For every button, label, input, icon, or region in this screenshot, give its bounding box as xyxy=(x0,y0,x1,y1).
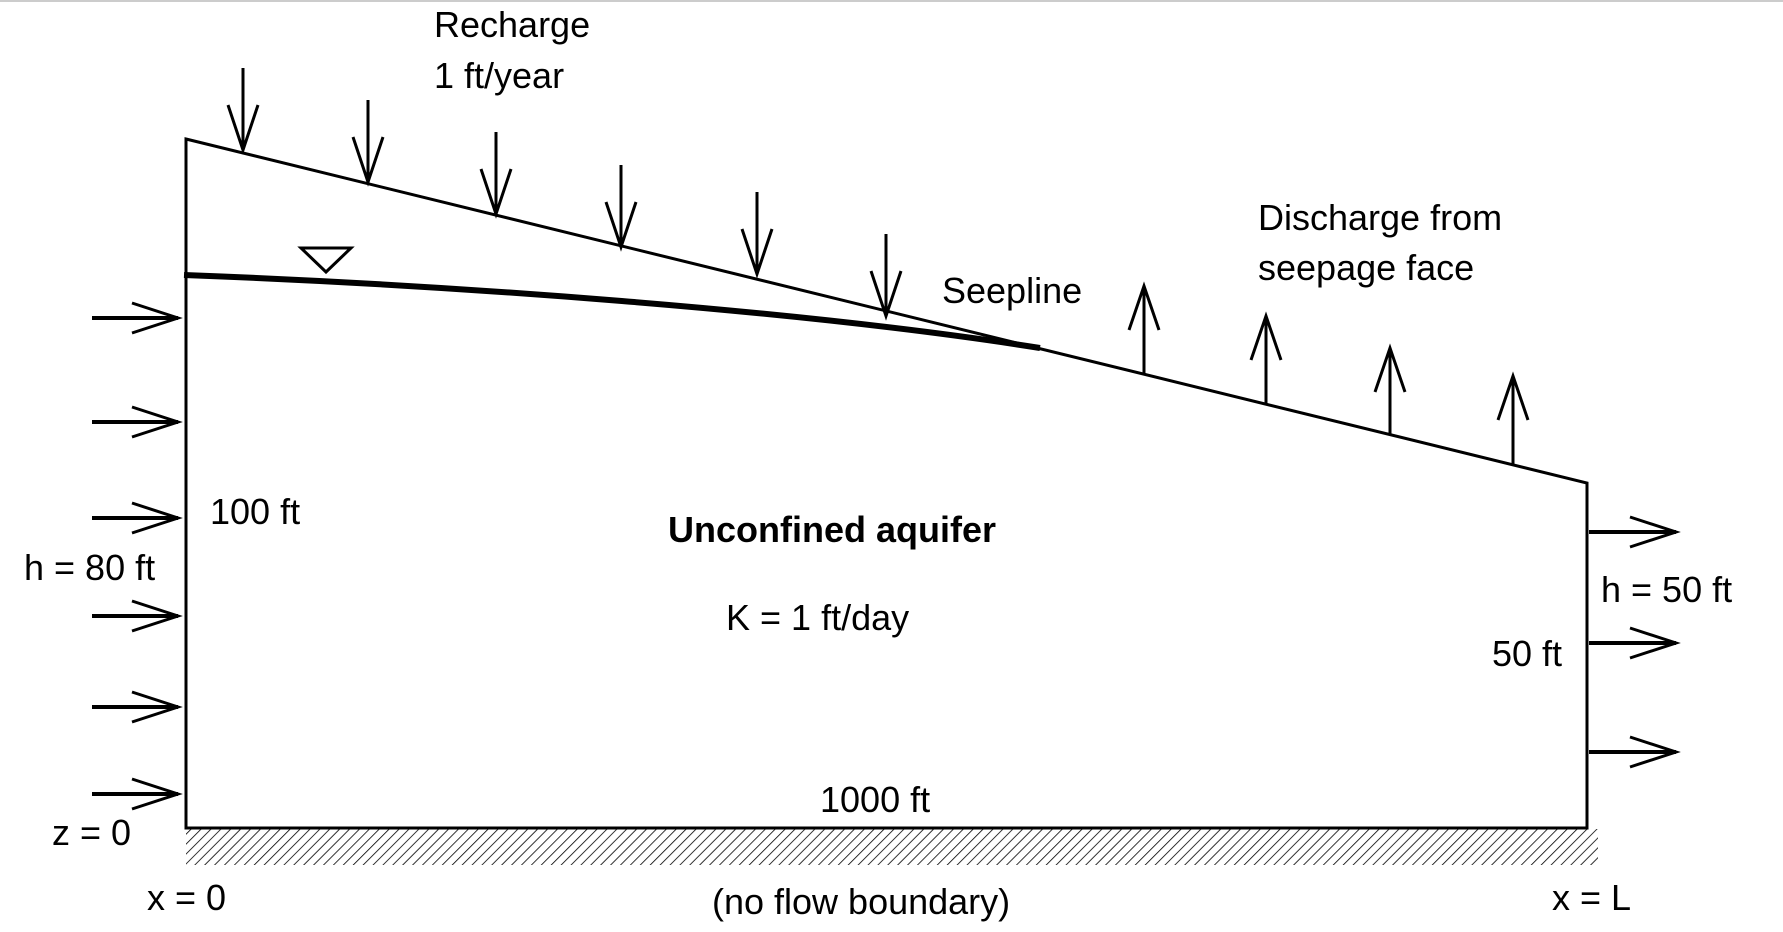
left-head-label: h = 80 ft xyxy=(24,547,155,588)
outflow-arrow-icon xyxy=(1589,735,1681,769)
water-table-triangle-icon xyxy=(297,246,355,275)
discharge-arrow-icon xyxy=(1127,281,1161,375)
outflow-arrow-icon xyxy=(1589,626,1681,660)
recharge-arrow-icon xyxy=(740,192,774,279)
no-flow-hatch xyxy=(186,829,1598,865)
discharge-arrow-icon xyxy=(1373,343,1407,434)
z-origin-label: z = 0 xyxy=(52,812,131,853)
x-origin-label: x = 0 xyxy=(147,877,226,918)
recharge-label: Recharge xyxy=(434,4,590,45)
recharge-arrow-icon xyxy=(351,100,385,187)
length-label: 1000 ft xyxy=(820,779,930,820)
inflow-arrows xyxy=(92,301,183,811)
inflow-arrow-icon xyxy=(92,599,183,633)
inflow-arrow-icon xyxy=(92,405,183,439)
inflow-arrow-icon xyxy=(92,777,183,811)
recharge-arrows xyxy=(226,68,903,321)
seepline-label: Seepline xyxy=(942,270,1082,311)
conductivity-label: K = 1 ft/day xyxy=(726,597,909,638)
x-end-label: x = L xyxy=(1552,877,1631,918)
left-height-label: 100 ft xyxy=(210,491,300,532)
inflow-arrow-icon xyxy=(92,301,183,335)
right-head-label: h = 50 ft xyxy=(1601,569,1732,610)
inflow-arrow-icon xyxy=(92,690,183,724)
aquifer-outline xyxy=(184,137,1589,830)
inflow-arrow-icon xyxy=(92,501,183,535)
discharge-arrows xyxy=(1127,281,1530,464)
recharge-arrow-icon xyxy=(869,234,903,321)
outflow-arrow-icon xyxy=(1589,515,1681,549)
recharge-arrow-icon xyxy=(226,68,260,155)
aquifer-title: Unconfined aquifer xyxy=(668,509,996,550)
seepage-face-label: seepage face xyxy=(1258,247,1474,288)
recharge-rate-label: 1 ft/year xyxy=(434,55,564,96)
no-flow-boundary-label: (no flow boundary) xyxy=(712,881,1010,922)
discharge-arrow-icon xyxy=(1249,311,1283,404)
recharge-arrow-icon xyxy=(604,165,638,252)
discharge-arrow-icon xyxy=(1496,371,1530,464)
right-height-label: 50 ft xyxy=(1492,633,1562,674)
outflow-arrows xyxy=(1589,515,1681,769)
water-table-line xyxy=(183,272,1041,351)
recharge-arrow-icon xyxy=(479,132,513,219)
discharge-label: Discharge from xyxy=(1258,197,1502,238)
